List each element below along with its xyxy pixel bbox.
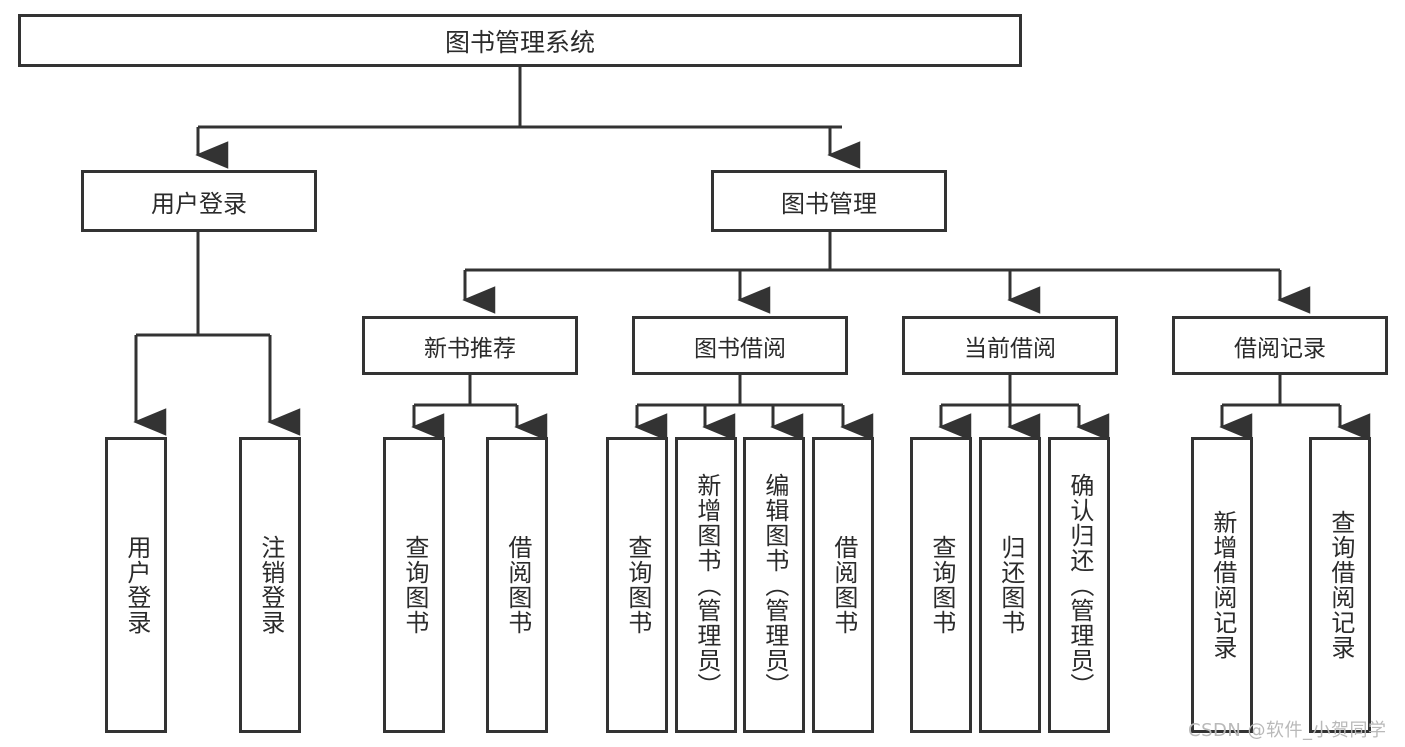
node-book-management[interactable]: 图书管理 xyxy=(711,170,947,232)
leaf-label: 查询图书 xyxy=(927,535,956,635)
node-label: 新书推荐 xyxy=(424,335,516,362)
leaf-borrow-borrow-book[interactable]: 借阅图书 xyxy=(812,437,874,733)
node-current-borrow[interactable]: 当前借阅 xyxy=(902,316,1118,375)
node-new-book-recommend[interactable]: 新书推荐 xyxy=(362,316,578,375)
leaf-label: 编辑图书（管理员） xyxy=(760,472,789,698)
leaf-label: 确认归还（管理员） xyxy=(1065,472,1094,698)
leaf-current-confirm-return-admin[interactable]: 确认归还（管理员） xyxy=(1048,437,1110,733)
leaf-recommend-query-book[interactable]: 查询图书 xyxy=(383,437,445,733)
leaf-borrow-add-book-admin[interactable]: 新增图书（管理员） xyxy=(675,437,737,733)
leaf-borrow-query-book[interactable]: 查询图书 xyxy=(606,437,668,733)
leaf-label: 借阅图书 xyxy=(829,535,858,635)
node-root-system[interactable]: 图书管理系统 xyxy=(18,14,1022,67)
node-label: 图书管理系统 xyxy=(444,27,595,57)
leaf-user-login-logout[interactable]: 注销登录 xyxy=(239,437,301,733)
leaf-record-add-record[interactable]: 新增借阅记录 xyxy=(1191,437,1253,733)
leaf-current-return-book[interactable]: 归还图书 xyxy=(979,437,1041,733)
leaf-label: 查询借阅记录 xyxy=(1326,510,1355,660)
node-label: 图书借阅 xyxy=(694,335,786,362)
leaf-record-query-record[interactable]: 查询借阅记录 xyxy=(1309,437,1371,733)
leaf-user-login-login[interactable]: 用户登录 xyxy=(105,437,167,733)
leaf-label: 查询图书 xyxy=(623,535,652,635)
node-borrow-record[interactable]: 借阅记录 xyxy=(1172,316,1388,375)
leaf-label: 新增借阅记录 xyxy=(1208,510,1237,660)
leaf-label: 注销登录 xyxy=(256,535,285,635)
leaf-recommend-borrow-book[interactable]: 借阅图书 xyxy=(486,437,548,733)
watermark: CSDN @软件_小贺同学 xyxy=(1188,720,1387,741)
leaf-label: 查询图书 xyxy=(400,535,429,635)
node-label: 当前借阅 xyxy=(964,335,1056,362)
leaf-label: 借阅图书 xyxy=(503,535,532,635)
node-label: 借阅记录 xyxy=(1234,335,1326,362)
leaf-current-query-book[interactable]: 查询图书 xyxy=(910,437,972,733)
leaf-borrow-edit-book-admin[interactable]: 编辑图书（管理员） xyxy=(743,437,805,733)
node-label: 用户登录 xyxy=(151,189,247,218)
leaf-label: 归还图书 xyxy=(996,535,1025,635)
node-user-login[interactable]: 用户登录 xyxy=(81,170,317,232)
leaf-label: 新增图书（管理员） xyxy=(692,472,721,698)
node-label: 图书管理 xyxy=(781,189,877,218)
leaf-label: 用户登录 xyxy=(122,535,151,635)
node-book-borrow[interactable]: 图书借阅 xyxy=(632,316,848,375)
